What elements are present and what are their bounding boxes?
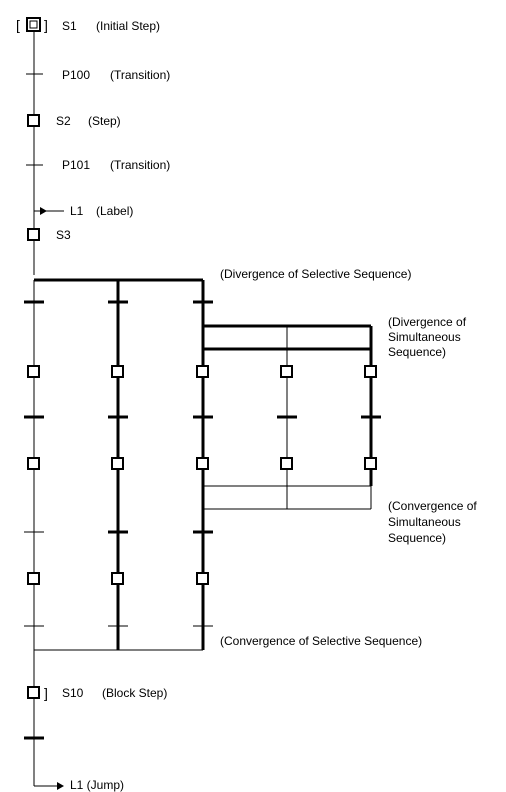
step-box-s10	[27, 686, 40, 699]
label-p100: P100	[62, 68, 90, 82]
step-b3-3	[196, 572, 209, 585]
label-p101: P101	[62, 158, 90, 172]
label-convergence-simultaneous-2: Simultaneous	[388, 515, 461, 529]
note-s1: (Initial Step)	[96, 19, 160, 33]
step-b4-2	[280, 457, 293, 470]
label-divergence-simultaneous-2: Simultaneous	[388, 330, 461, 344]
step-b1-2	[27, 457, 40, 470]
step-b4-1	[280, 365, 293, 378]
transition-p101: P101 (Transition)	[26, 158, 170, 172]
label-divergence-selective: (Divergence of Selective Sequence)	[220, 267, 411, 281]
step-b2-2	[111, 457, 124, 470]
transition-p100: P100 (Transition)	[26, 68, 170, 82]
step-b1-1	[27, 365, 40, 378]
label-divergence-simultaneous-3: Sequence)	[388, 345, 446, 359]
step-b3-1	[196, 365, 209, 378]
note-s10: (Block Step)	[102, 686, 167, 700]
step-b5-1	[364, 365, 377, 378]
label-s2: S2	[56, 114, 71, 128]
step-b5-2	[364, 457, 377, 470]
step-s10: ] S10 (Block Step)	[27, 685, 167, 701]
label-convergence-selective: (Convergence of Selective Sequence)	[220, 634, 422, 648]
label-l1: L1	[70, 204, 84, 218]
label-divergence-simultaneous-1: (Divergence of	[388, 315, 467, 329]
step-inner-s1	[29, 20, 38, 29]
step-b3-2	[196, 457, 209, 470]
label-convergence-simultaneous-1: (Convergence of	[388, 499, 477, 513]
label-s10: S10	[62, 686, 84, 700]
jump-arrow-head	[57, 782, 64, 790]
step-b1-3	[27, 572, 40, 585]
step-s2: S2 (Step)	[27, 114, 121, 128]
label-convergence-simultaneous-3: Sequence)	[388, 531, 446, 545]
jump-l1: L1 (Jump)	[34, 778, 124, 792]
step-s3: S3	[27, 228, 71, 242]
bracket-right-s10: ]	[44, 685, 48, 701]
note-l1: (Label)	[96, 204, 133, 218]
label-l1-marker: L1 (Label)	[34, 204, 133, 218]
step-b2-3	[111, 572, 124, 585]
label-s1: S1	[62, 19, 77, 33]
bracket-left-s1: [	[16, 17, 20, 33]
label-jump: L1 (Jump)	[70, 778, 124, 792]
label-s3: S3	[56, 228, 71, 242]
bracket-right-s1: ]	[44, 17, 48, 33]
step-box-s3	[27, 228, 40, 241]
label-arrow-head	[40, 207, 47, 215]
step-box-s2	[27, 114, 40, 127]
step-s1: [ ] S1 (Initial Step)	[16, 17, 160, 33]
note-s2: (Step)	[88, 114, 121, 128]
step-b2-1	[111, 365, 124, 378]
note-p101: (Transition)	[110, 158, 170, 172]
note-p100: (Transition)	[110, 68, 170, 82]
